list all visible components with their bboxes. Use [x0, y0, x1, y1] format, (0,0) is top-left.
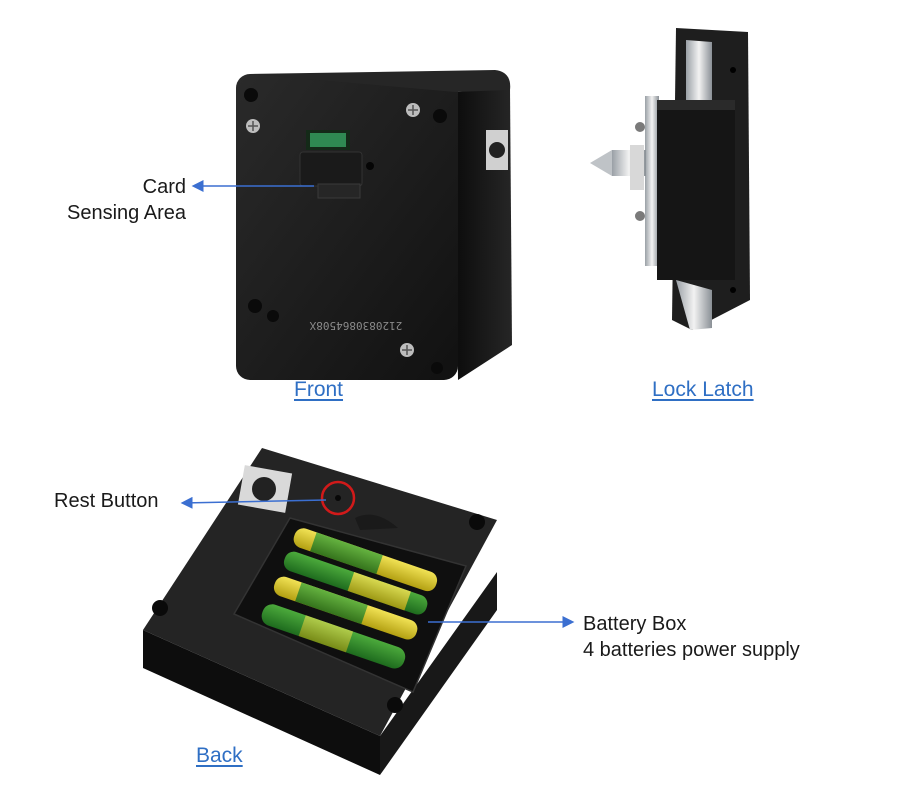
battery-icon: [261, 528, 438, 669]
card-sensing-label: Card Sensing Area: [54, 174, 186, 226]
front-view: 2120830864508X: [236, 70, 512, 380]
battery-label-line2: 4 batteries power supply: [583, 639, 800, 661]
lock-latch-view: [590, 28, 750, 330]
rest-button-arrow: [180, 496, 327, 509]
card-label-line2: Sensing Area: [67, 202, 186, 224]
battery-label-line1: Battery Box: [583, 613, 687, 635]
front-caption: Front: [294, 378, 344, 401]
back-view: [143, 448, 497, 775]
reset-button-highlight: [320, 480, 356, 516]
serial-marking: 2120830864508X: [309, 319, 402, 332]
screw-icon: [246, 103, 420, 357]
card-label-line1: Card: [142, 176, 186, 198]
back-caption: Back: [196, 744, 243, 767]
rest-button-label: Rest Button: [54, 490, 159, 512]
lock-latch-caption: Lock Latch: [652, 378, 754, 401]
battery-box-label: Battery Box 4 batteries power supply: [583, 611, 800, 663]
callout-arrows: [180, 180, 575, 628]
